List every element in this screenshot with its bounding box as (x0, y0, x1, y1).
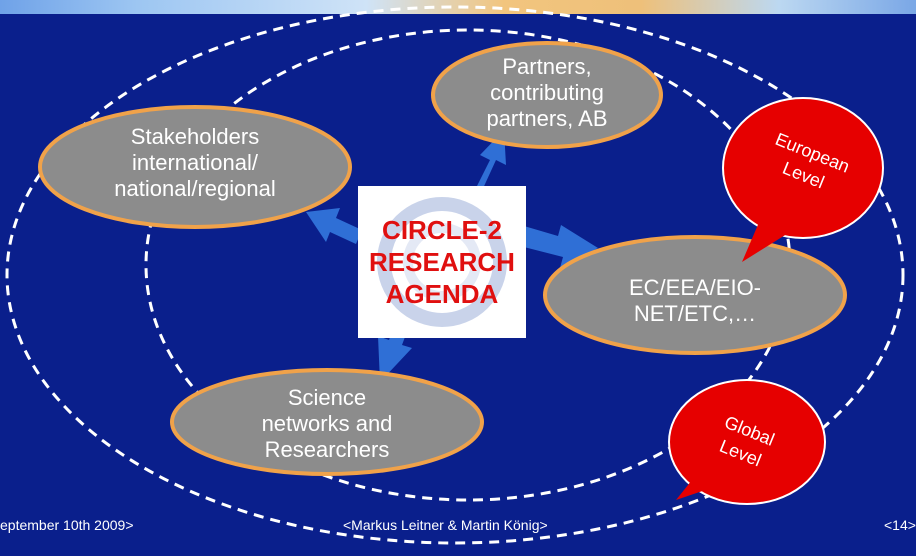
science-line1: Science (287, 385, 367, 410)
center-line3: AGENDA (385, 279, 499, 309)
partners-line2: contributing (490, 80, 604, 105)
top-banner (0, 0, 916, 14)
node-stakeholders-label: Stakeholders international/ national/reg… (40, 124, 350, 202)
outer-ellipse-global (5, 5, 905, 545)
footer-authors: <Markus Leitner & Martin König> (343, 517, 548, 533)
node-science-label: Science networks and Researchers (172, 385, 482, 463)
circle-logo-icon (377, 197, 507, 327)
center-agenda-title: CIRCLE-2 RESEARCH AGENDA (358, 214, 526, 310)
stakeholders-line1: Stakeholders (130, 124, 260, 149)
callout-global (668, 379, 826, 505)
arrow-to-stakeholders (306, 208, 362, 244)
center-logo-box (358, 186, 526, 338)
partners-line1: Partners, (502, 54, 592, 79)
stakeholders-line2: international/ (132, 150, 258, 175)
science-line2: networks and (261, 411, 393, 436)
node-stakeholders-shape (38, 105, 352, 229)
footer-page-number: <14> (884, 517, 916, 533)
center-line1: CIRCLE-2 (382, 215, 502, 245)
ec-line2: NET/ETC,… (633, 301, 757, 326)
callout-european (722, 97, 884, 262)
node-ec-shape (543, 235, 847, 355)
node-partners-label: Partners, contributing partners, AB (433, 54, 661, 132)
center-line2: RESEARCH (369, 247, 515, 277)
node-science-shape (170, 368, 484, 476)
ec-line1: EC/EEA/EIO- (628, 275, 762, 300)
node-partners-shape (431, 41, 663, 149)
stakeholders-line3: national/regional (114, 176, 276, 201)
footer-date: eptember 10th 2009> (0, 517, 134, 533)
arrow-to-partners (474, 130, 506, 195)
node-ec-label: EC/EEA/EIO- NET/ETC,… (545, 275, 845, 327)
science-line3: Researchers (264, 437, 390, 462)
partners-line3: partners, AB (486, 106, 608, 131)
